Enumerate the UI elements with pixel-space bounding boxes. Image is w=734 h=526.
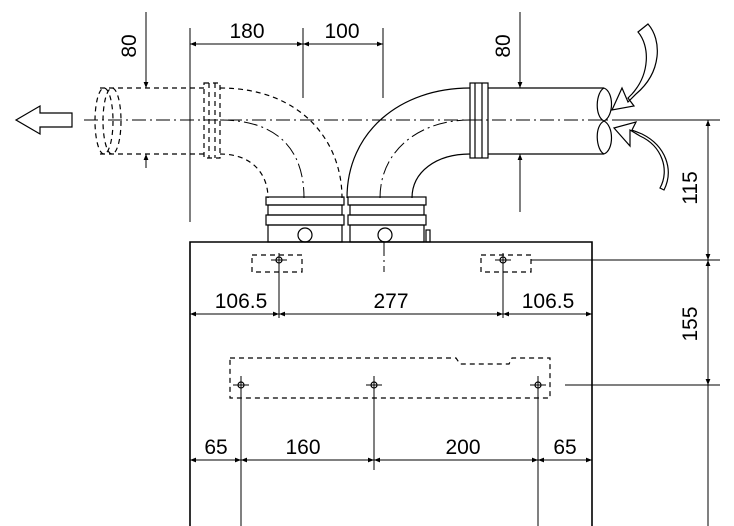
dim-80-right: 80 bbox=[492, 34, 515, 57]
mount-bracket-top bbox=[251, 253, 720, 318]
dim-155: 155 bbox=[679, 306, 702, 341]
dim-115: 115 bbox=[679, 171, 702, 204]
dim-100: 100 bbox=[324, 20, 359, 43]
dim-right: 115 155 bbox=[620, 119, 720, 526]
dim-65-left: 65 bbox=[204, 436, 227, 459]
exhaust-arrow-icon bbox=[14, 104, 73, 136]
dim-106-5-right: 106.5 bbox=[522, 290, 575, 313]
dim-277: 277 bbox=[373, 290, 408, 313]
dim-mount: 106.5 277 106.5 bbox=[190, 290, 592, 317]
exhaust-pipe bbox=[94, 82, 343, 199]
dim-160: 160 bbox=[285, 436, 320, 459]
mount-bracket-bottom bbox=[229, 357, 720, 526]
dim-pipe-diameter: 80 80 bbox=[118, 12, 523, 212]
dim-200: 200 bbox=[445, 436, 480, 459]
dim-bottom: 65 160 200 65 bbox=[190, 436, 592, 463]
dim-top: 180 100 bbox=[189, 20, 384, 222]
boiler-body bbox=[189, 241, 593, 526]
intake-pipe bbox=[346, 82, 613, 199]
dim-80-left: 80 bbox=[118, 34, 141, 57]
flue-connectors bbox=[265, 196, 431, 272]
dim-106-5-left: 106.5 bbox=[215, 290, 268, 313]
intake-arrow-icon bbox=[610, 23, 669, 191]
dim-65-right: 65 bbox=[553, 436, 576, 459]
dim-180: 180 bbox=[229, 20, 264, 43]
